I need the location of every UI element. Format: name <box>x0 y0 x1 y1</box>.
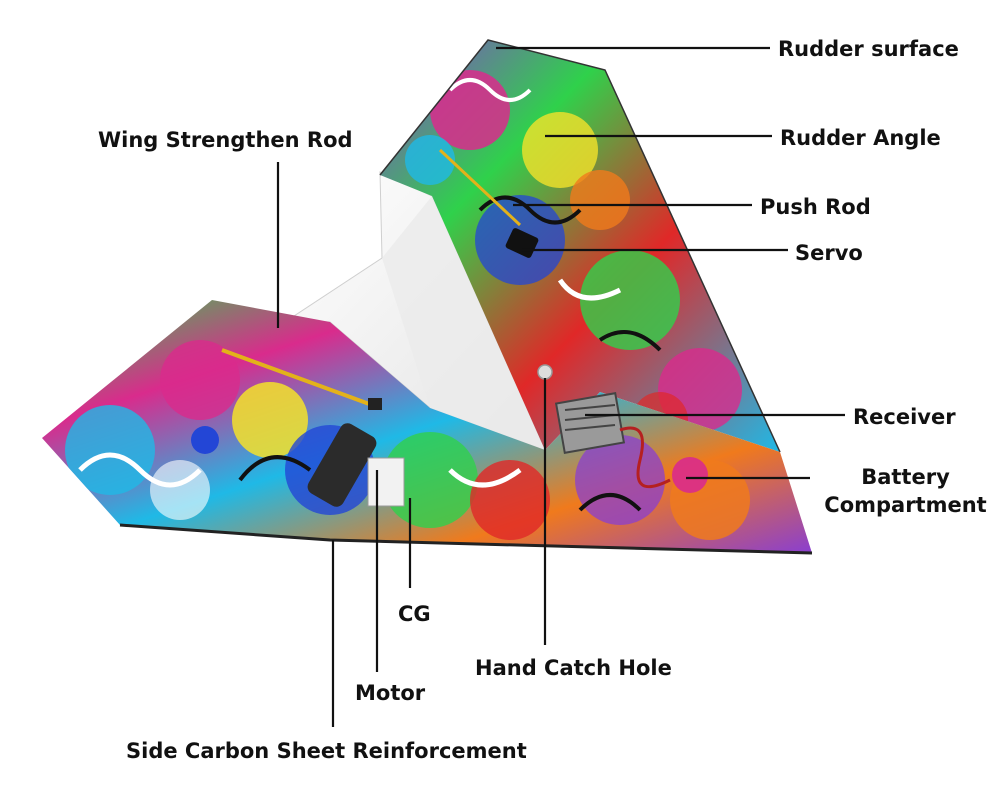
label-battery-line1: Battery <box>861 465 950 489</box>
leader-lines <box>276 46 845 727</box>
push-rod-component <box>438 148 522 227</box>
label-battery-compartment: Battery Compartment <box>818 463 993 519</box>
label-cg: CG <box>398 602 431 626</box>
label-motor: Motor <box>355 681 426 705</box>
hand-catch-hole-component <box>537 364 553 380</box>
wing-rod-component <box>221 348 382 410</box>
vertical-fin <box>379 39 781 453</box>
label-side-carbon-sheet: Side Carbon Sheet Reinforcement <box>126 739 527 763</box>
label-wing-strengthen-rod: Wing Strengthen Rod <box>98 128 353 152</box>
receiver-component <box>554 392 671 489</box>
main-wing <box>42 300 813 555</box>
motor-component <box>307 423 405 507</box>
label-servo: Servo <box>795 241 863 265</box>
label-hand-catch-hole: Hand Catch Hole <box>475 656 672 680</box>
label-push-rod: Push Rod <box>760 195 871 219</box>
label-battery-line2: Compartment <box>824 493 987 517</box>
label-receiver: Receiver <box>853 405 956 429</box>
label-rudder-surface: Rudder surface <box>778 37 959 61</box>
label-rudder-angle: Rudder Angle <box>780 126 941 150</box>
